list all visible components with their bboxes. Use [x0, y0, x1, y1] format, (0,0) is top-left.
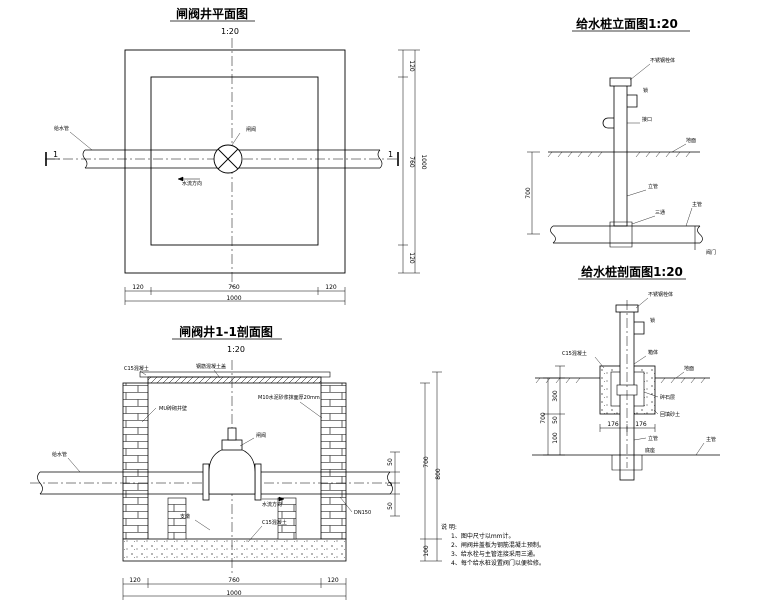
svg-text:50: 50	[387, 502, 394, 510]
section-label-cover: C15混凝土	[124, 365, 149, 372]
section-label-wall: MU砖砌井壁	[159, 405, 187, 412]
plan-title: 闸阀井平面图	[176, 6, 248, 21]
plan-section-mark-left: 1	[45, 150, 60, 166]
section-label-bolt: 支墩	[180, 513, 190, 520]
plan-label-pipe: 给水管	[54, 125, 69, 132]
plan-valve-symbol	[213, 144, 243, 174]
pile-label-concrete: C15混凝土	[562, 350, 587, 357]
elevation-title: 给水桩立面图1:20	[576, 16, 678, 31]
svg-text:120: 120	[327, 577, 339, 584]
svg-text:760: 760	[228, 577, 240, 584]
svg-text:700: 700	[540, 412, 547, 424]
section-valve	[202, 427, 262, 501]
section-right-wall	[320, 382, 347, 540]
notes-heading: 说 明:	[441, 524, 457, 531]
pile-label-box: 箱体	[648, 349, 658, 356]
pile-label-base: 底座	[645, 447, 655, 454]
svg-text:120: 120	[132, 284, 144, 291]
svg-text:1000: 1000	[226, 295, 241, 302]
svg-text:120: 120	[408, 252, 415, 264]
section-scale: 1:20	[227, 345, 245, 354]
svg-text:300: 300	[552, 390, 559, 402]
note-item: 1、图中尺寸以mm计。	[451, 533, 515, 540]
plan-scale: 1:20	[221, 27, 239, 36]
elevation-label-tee: 三通	[655, 209, 665, 216]
svg-text:760: 760	[228, 284, 240, 291]
svg-text:100: 100	[552, 432, 559, 444]
elevation-label-main: 主管	[692, 201, 702, 208]
svg-text:700: 700	[525, 187, 532, 199]
pile-dims: 300 50 100 700 176 176	[540, 365, 656, 456]
section-support-left	[167, 497, 187, 540]
svg-text:120: 120	[129, 577, 141, 584]
section-left-wall	[122, 382, 149, 540]
svg-text:100: 100	[423, 545, 430, 557]
section-view: 闸阀井1-1剖面图 1:20 闸阀 C15混	[30, 324, 442, 600]
section-label-valve: 闸阀	[256, 432, 266, 439]
section-label-slab: 钢筋混凝土盖	[196, 363, 226, 370]
section-label-plaster: M10水泥砂浆抹面厚20mm	[258, 394, 320, 401]
section-dim-horizontal: 120 760 120 1000	[122, 577, 347, 600]
pile-label-gravel: 碎石层	[660, 394, 675, 401]
svg-text:1000: 1000	[420, 154, 427, 169]
elevation-label-hose: 接口	[642, 116, 652, 123]
elevation-label-valve: 阀门	[706, 249, 716, 256]
plan-outer-wall	[124, 49, 346, 274]
section-base-slab	[122, 538, 347, 562]
note-item: 3、给水栓与主管连接采用三通。	[451, 551, 539, 558]
elevation-label-riser: 立管	[648, 183, 658, 190]
svg-text:1: 1	[388, 150, 393, 159]
svg-text:50: 50	[552, 416, 559, 424]
pile-label-lock: 锁	[650, 317, 655, 324]
elevation-label-ground: 地面	[686, 137, 696, 144]
elevation-view: 给水桩立面图1:20 不锈钢栓体 锁 接口 地面 立管 三通 主管 阀门	[525, 16, 716, 256]
notes-block: 说 明: 1、图中尺寸以mm计。 2、闸阀井盖板为钢筋混凝土预制。 3、给水栓与…	[441, 523, 631, 568]
svg-text:700: 700	[423, 456, 430, 468]
svg-text:800: 800	[435, 468, 442, 480]
note-item: 4、每个给水桩设置阀门以便检修。	[451, 560, 545, 567]
pile-section-view: 给水桩剖面图1:20 不锈钢栓体 锁 C15混凝土 箱体 地面 碎石层 回填砂土…	[532, 264, 720, 481]
section-label-flow: 水流方向	[262, 501, 282, 508]
svg-text:760: 760	[408, 156, 415, 168]
pile-section-title: 给水桩剖面图1:20	[581, 264, 683, 279]
note-item: 2、闸阀井盖板为钢筋混凝土预制。	[451, 542, 545, 549]
section-label-base: C15混凝土	[262, 519, 287, 526]
plan-inner-wall	[150, 76, 319, 246]
svg-text:1000: 1000	[226, 590, 241, 597]
elevation-dim: 700	[525, 151, 540, 235]
svg-text:D: D	[387, 481, 394, 486]
elevation-label-top: 不锈钢栓体	[650, 57, 675, 64]
elevation-riser	[613, 83, 628, 227]
section-label-right: DN150	[354, 510, 371, 516]
elevation-label-lock: 锁	[643, 87, 648, 94]
plan-section-mark-right: 1	[388, 150, 399, 166]
pile-label-fill: 回填砂土	[660, 411, 680, 418]
section-dim-vertical: 50 D 50 700 800 100	[387, 371, 442, 562]
plan-dim-horizontal: 120 760 120 1000	[124, 284, 346, 305]
svg-text:50: 50	[387, 458, 394, 466]
plan-label-valve: 闸阀	[246, 126, 256, 133]
svg-text:176: 176	[607, 421, 619, 428]
svg-text:176: 176	[635, 421, 647, 428]
plan-dim-vertical: 120 760 120 1000	[398, 49, 427, 274]
section-label-pipe: 给水管	[52, 451, 67, 458]
pile-label-main: 主管	[706, 436, 716, 443]
plan-label-flow: 水流方向	[182, 180, 202, 187]
pile-label-top: 不锈钢栓体	[648, 291, 673, 298]
plan-view: 闸阀井平面图 1:20 闸阀 给水管 水流方向 1	[45, 6, 427, 305]
svg-text:120: 120	[408, 60, 415, 72]
svg-text:120: 120	[325, 284, 337, 291]
section-support-right	[277, 497, 297, 540]
pile-label-ground: 地面	[684, 365, 694, 372]
section-cover-slab	[147, 376, 322, 384]
section-title: 闸阀井1-1剖面图	[179, 324, 273, 339]
pile-label-pipe: 立管	[648, 435, 658, 442]
svg-text:1: 1	[53, 150, 58, 159]
